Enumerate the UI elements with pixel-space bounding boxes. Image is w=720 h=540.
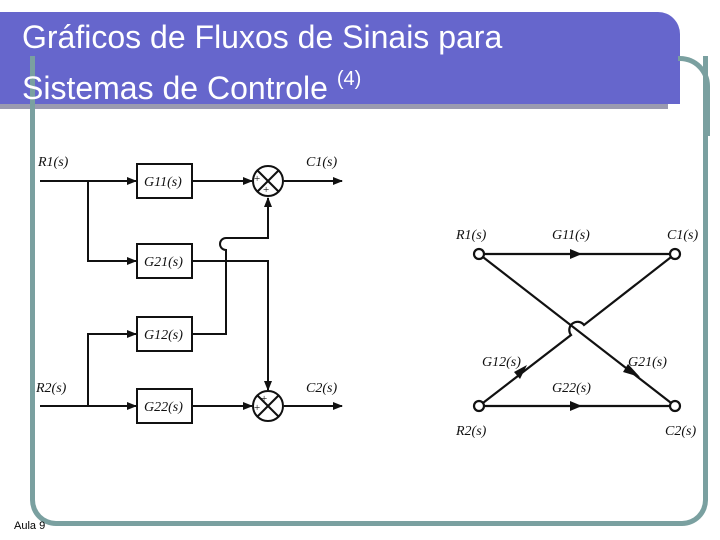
block-diagram	[40, 163, 343, 424]
title-line-1: Gráficos de Fluxos de Sinais para	[22, 19, 503, 55]
title-line-2: Sistemas de Controle	[22, 70, 328, 106]
sum2-sign-left: +	[254, 402, 260, 414]
sfg-label-r2: R2(s)	[455, 424, 487, 439]
block-g11	[136, 163, 193, 199]
slide-title: Gráficos de Fluxos de Sinais para Sistem…	[22, 16, 502, 109]
title-superscript: (4)	[336, 68, 362, 90]
slide-frame-corner	[678, 56, 710, 136]
label-r2: R2(s)	[35, 381, 67, 396]
sfg-label-g21: G21(s)	[628, 355, 667, 370]
block-g12	[136, 316, 193, 352]
g12-to-sum1-line	[192, 197, 272, 335]
r1-to-g21-line	[87, 181, 137, 265]
label-block-g21: G21(s)	[144, 255, 183, 270]
sum-junction-1	[252, 165, 284, 197]
slide-frame	[30, 56, 708, 526]
label-r1: R1(s)	[37, 155, 69, 170]
arrow-g11	[570, 249, 582, 259]
label-block-g22: G22(s)	[144, 400, 183, 415]
node-r1	[472, 247, 486, 261]
node-c2	[668, 399, 682, 413]
r2-to-g12-line	[87, 330, 137, 406]
arrow-g12	[514, 365, 527, 379]
signal-flow-graph	[472, 247, 682, 413]
title-shadow	[0, 104, 668, 109]
label-c1: C1(s)	[306, 155, 337, 170]
label-block-g11: G11(s)	[144, 175, 182, 190]
label-block-g12: G12(s)	[144, 328, 183, 343]
label-c2: C2(s)	[306, 381, 337, 396]
sum1-sign-bottom: +	[263, 184, 269, 196]
slide-footer: Aula 9	[14, 520, 46, 532]
sfg-label-r1: R1(s)	[455, 228, 487, 243]
node-r2	[472, 399, 486, 413]
sfg-label-g12: G12(s)	[482, 355, 521, 370]
arrow-g21	[623, 364, 640, 377]
arrow-g22	[570, 401, 582, 411]
sum2-sign-top: +	[261, 393, 267, 405]
sfg-label-c1: C1(s)	[667, 228, 698, 243]
sfg-label-c2: C2(s)	[665, 424, 696, 439]
g21-to-sum2-line	[192, 260, 272, 391]
branch-g21	[478, 253, 676, 407]
sum1-sign-left: +	[254, 173, 260, 185]
block-g22	[136, 388, 193, 424]
sum-junction-2	[252, 390, 284, 422]
title-bar	[0, 12, 680, 104]
block-g21	[136, 243, 193, 279]
sfg-label-g22: G22(s)	[552, 381, 591, 396]
sfg-label-g11: G11(s)	[552, 228, 590, 243]
branch-g12	[478, 253, 676, 407]
node-c1	[668, 247, 682, 261]
